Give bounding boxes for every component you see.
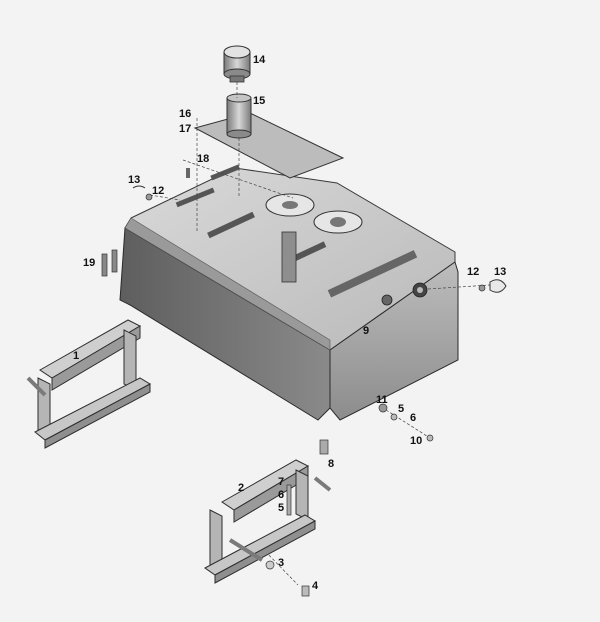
part-15-tube bbox=[226, 93, 252, 139]
part-17-cover-plate bbox=[193, 112, 345, 179]
callout-15: 15 bbox=[253, 95, 265, 107]
callout-12-right: 12 bbox=[467, 266, 479, 278]
callout-5-right: 5 bbox=[398, 403, 404, 415]
callout-11: 11 bbox=[376, 394, 388, 406]
callout-4: 4 bbox=[312, 580, 319, 592]
callout-3: 3 bbox=[278, 557, 284, 569]
plug-right bbox=[478, 279, 507, 293]
callout-19: 19 bbox=[83, 257, 95, 269]
tank-chamfer bbox=[124, 217, 331, 351]
callout-13-right: 13 bbox=[494, 266, 506, 278]
callout-7: 7 bbox=[278, 476, 284, 488]
hardware-parts bbox=[265, 403, 434, 597]
callout-6-lower: 6 bbox=[278, 489, 284, 501]
callout-9: 9 bbox=[363, 325, 369, 337]
callout-2: 2 bbox=[238, 482, 244, 494]
part-19-strip bbox=[101, 249, 118, 277]
callout-8: 8 bbox=[328, 458, 334, 470]
tank-body bbox=[119, 164, 459, 421]
part-18-fastener bbox=[186, 168, 190, 178]
callout-14: 14 bbox=[253, 54, 266, 66]
callout-18: 18 bbox=[197, 153, 209, 165]
callout-16: 16 bbox=[179, 108, 191, 120]
tank-front-face bbox=[329, 261, 459, 421]
part-2-stand bbox=[204, 459, 332, 584]
part-14-cap bbox=[223, 45, 251, 83]
part-1-stand bbox=[26, 319, 152, 449]
callouts: 14 15 16 17 18 13 12 19 12 13 9 1 11 5 6… bbox=[73, 54, 506, 592]
drain-fitting bbox=[381, 294, 393, 306]
callout-12-upper: 12 bbox=[152, 185, 164, 197]
bolt-washer-upper-left bbox=[132, 185, 153, 201]
callout-13-upper: 13 bbox=[128, 174, 140, 186]
callout-5-lower: 5 bbox=[278, 502, 284, 514]
callout-6-right: 6 bbox=[410, 412, 416, 424]
callout-1: 1 bbox=[73, 350, 79, 362]
callout-10: 10 bbox=[410, 435, 422, 447]
callout-17: 17 bbox=[179, 123, 191, 135]
